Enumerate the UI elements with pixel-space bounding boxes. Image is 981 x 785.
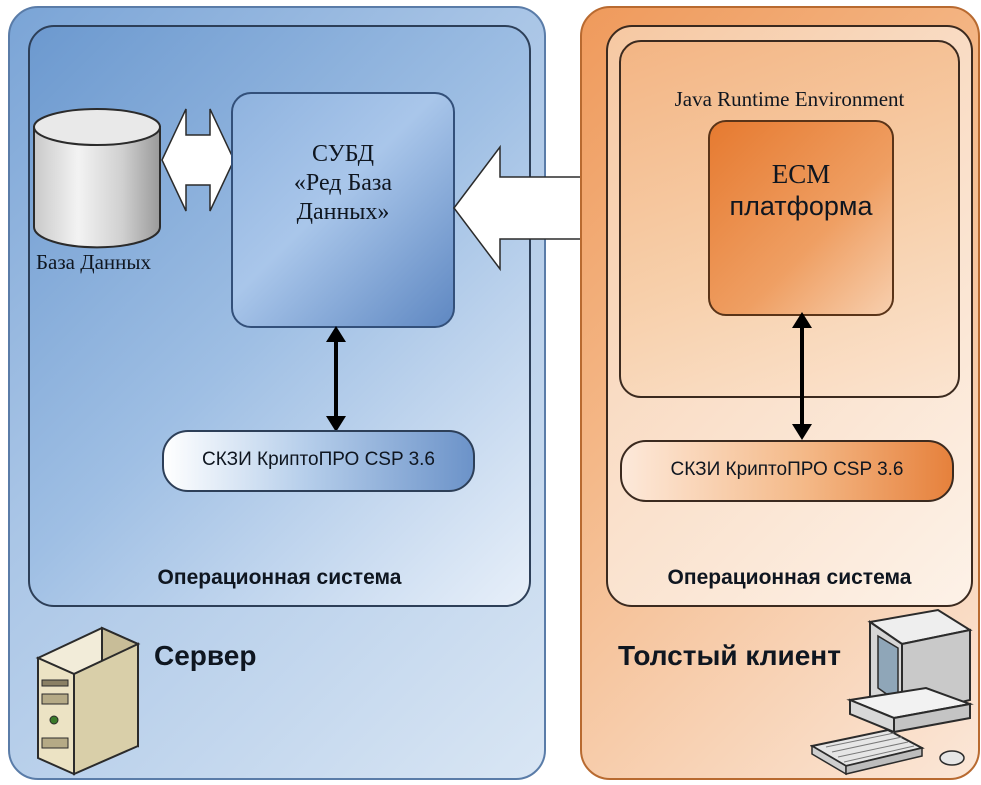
- jre-label: Java Runtime Environment: [674, 87, 905, 111]
- database-cylinder-icon: [33, 108, 161, 249]
- dbms-line-1: СУБД: [312, 141, 374, 167]
- client-os-label: Операционная система: [667, 566, 912, 589]
- ecm-title: ECM платформа: [708, 158, 894, 222]
- dbms-crypto-vertical-arrow: [326, 326, 346, 432]
- database-label: База Данных: [36, 250, 151, 274]
- dbms-title: СУБД «Ред База Данных»: [231, 140, 455, 227]
- ecm-platform-box: [708, 120, 894, 316]
- ecm-line-2: платформа: [729, 191, 873, 221]
- server-tower-icon: [35, 626, 141, 776]
- dbms-box: [231, 92, 455, 328]
- crypto-provider-server: [162, 430, 475, 492]
- server-title: Сервер: [154, 640, 257, 671]
- crypto-provider-server-label: СКЗИ КриптоПРО CSP 3.6: [202, 449, 435, 470]
- crypto-provider-client: [620, 440, 954, 502]
- server-os-label: Операционная система: [157, 566, 402, 589]
- ecm-line-1: ECM: [771, 159, 831, 189]
- ecm-crypto-vertical-arrow: [792, 312, 812, 440]
- thick-client-title: Толстый клиент: [618, 640, 841, 671]
- db-dbms-double-arrow: [161, 108, 235, 212]
- desktop-computer-icon: [810, 608, 974, 776]
- dbms-line-3: Данных»: [296, 199, 390, 225]
- crypto-provider-client-label: СКЗИ КриптоПРО CSP 3.6: [670, 459, 904, 480]
- dbms-line-2: «Ред База: [293, 170, 393, 196]
